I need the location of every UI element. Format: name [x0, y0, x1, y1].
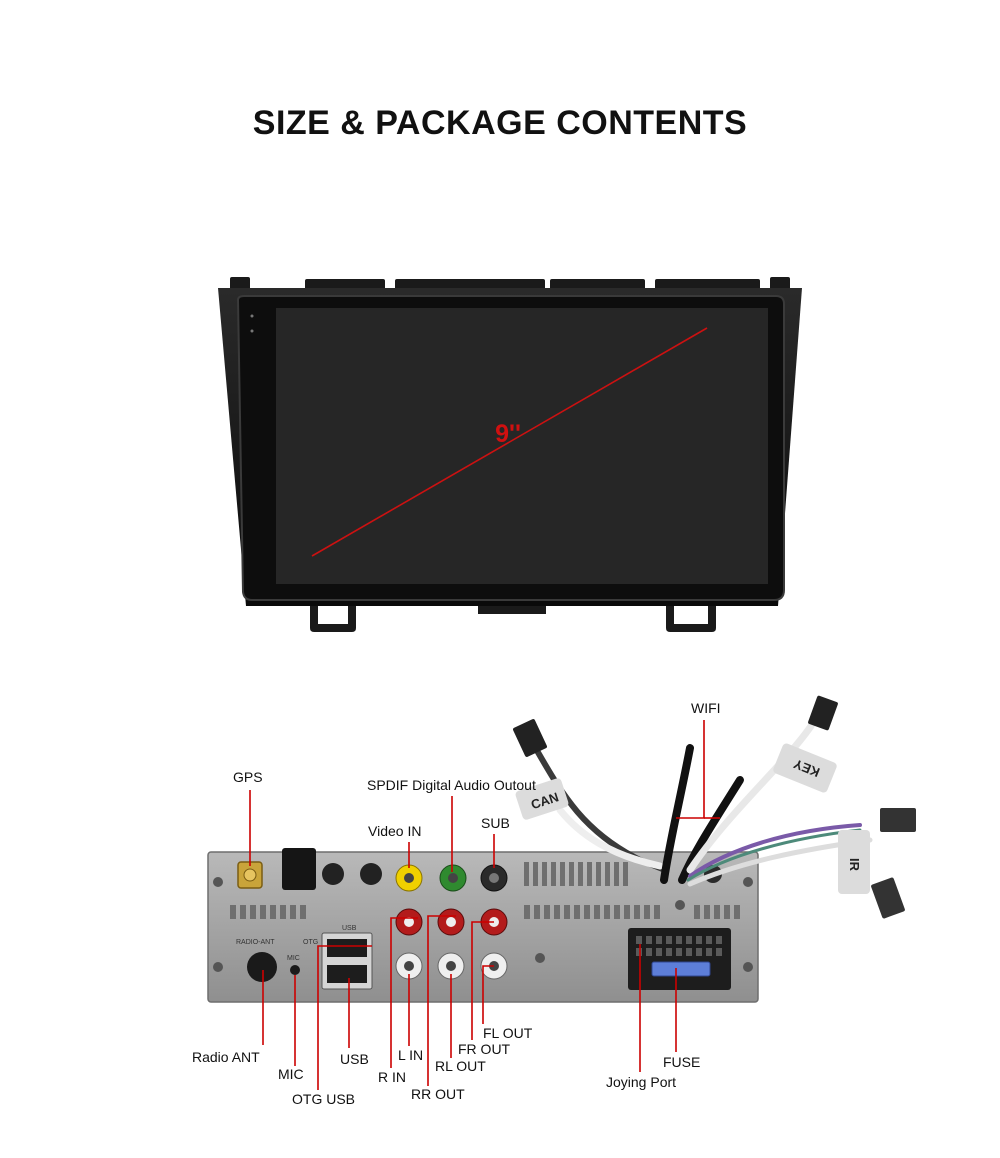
page-title: SIZE & PACKAGE CONTENTS — [252, 104, 748, 142]
screw-icon — [535, 953, 545, 963]
screen-size-label: 9'' — [495, 420, 521, 448]
aux-plug — [871, 877, 905, 919]
fuse-label: FUSE — [663, 1054, 700, 1070]
ir-tag — [838, 830, 870, 894]
jack-core — [404, 961, 414, 971]
jack-core — [446, 961, 456, 971]
joying-port-label: Joying Port — [606, 1074, 676, 1090]
black-square-port — [282, 848, 316, 890]
usb-port — [327, 965, 367, 983]
indicator-dot — [250, 329, 254, 333]
screw-icon — [675, 900, 685, 910]
mount-tab — [230, 277, 250, 291]
rr-out-label: RR OUT — [411, 1086, 465, 1102]
mic-port — [290, 965, 300, 975]
mic-mark: MIC — [287, 955, 300, 962]
fr-out-label: FR OUT — [458, 1041, 511, 1057]
fl-out-label: FL OUT — [483, 1025, 533, 1041]
gps-label: GPS — [233, 769, 263, 785]
connector-pins — [636, 936, 722, 956]
bottom-bracket — [310, 606, 356, 632]
key-tag — [773, 743, 837, 793]
jack-core — [446, 917, 456, 927]
fuse-block — [651, 961, 711, 977]
cable-connectors: CAN KEY IR — [513, 695, 916, 919]
key-plug — [808, 695, 838, 731]
spdif-label: SPDIF Digital Audio Outout — [367, 777, 536, 793]
screen-diagonal-line — [311, 327, 708, 557]
radio-ant-port — [247, 952, 277, 982]
vent-slots — [230, 862, 740, 919]
ir-plug — [880, 808, 916, 832]
radio-ant-mark: RADIO-ANT — [236, 939, 275, 946]
screw-icon — [213, 962, 223, 972]
ir-tag-label: IR — [847, 858, 862, 872]
cable-harness — [529, 716, 873, 887]
gps-connector-pin — [243, 868, 257, 882]
r-in-label: R IN — [378, 1069, 406, 1085]
usb-mark: USB — [342, 925, 357, 932]
indicator-dot — [250, 314, 254, 318]
usb-label: USB — [340, 1051, 369, 1067]
screw-icon — [743, 877, 753, 887]
otg-mark: OTG — [303, 939, 318, 946]
screw-icon — [743, 962, 753, 972]
jack-core — [489, 873, 499, 883]
mount-tab — [770, 277, 790, 291]
otg-usb-port — [327, 939, 367, 957]
screw-icon — [213, 877, 223, 887]
video-in-label: Video IN — [368, 823, 421, 839]
radio-ant-label: Radio ANT — [192, 1049, 260, 1065]
jack-core — [404, 917, 414, 927]
jack-core — [404, 873, 414, 883]
round-port — [360, 863, 382, 885]
rl-out-label: RL OUT — [435, 1058, 486, 1074]
round-port — [322, 863, 344, 885]
bottom-tab — [478, 606, 546, 614]
bottom-bracket — [666, 606, 716, 632]
l-in-label: L IN — [398, 1047, 423, 1063]
head-unit-front: 9'' — [218, 277, 802, 632]
callout-lines — [249, 720, 720, 1090]
otg-usb-label: OTG USB — [292, 1091, 355, 1107]
jack-core — [448, 873, 458, 883]
can-plug — [513, 719, 547, 757]
mic-label: MIC — [278, 1066, 304, 1082]
display-screen — [276, 308, 768, 584]
callout-labels: GPS SPDIF Digital Audio Outout Video IN … — [192, 700, 721, 1107]
can-tag — [515, 778, 569, 820]
wifi-label: WIFI — [691, 700, 721, 716]
rear-panel: RADIO-ANT MIC OTG USB — [207, 848, 759, 1003]
sub-label: SUB — [481, 815, 510, 831]
